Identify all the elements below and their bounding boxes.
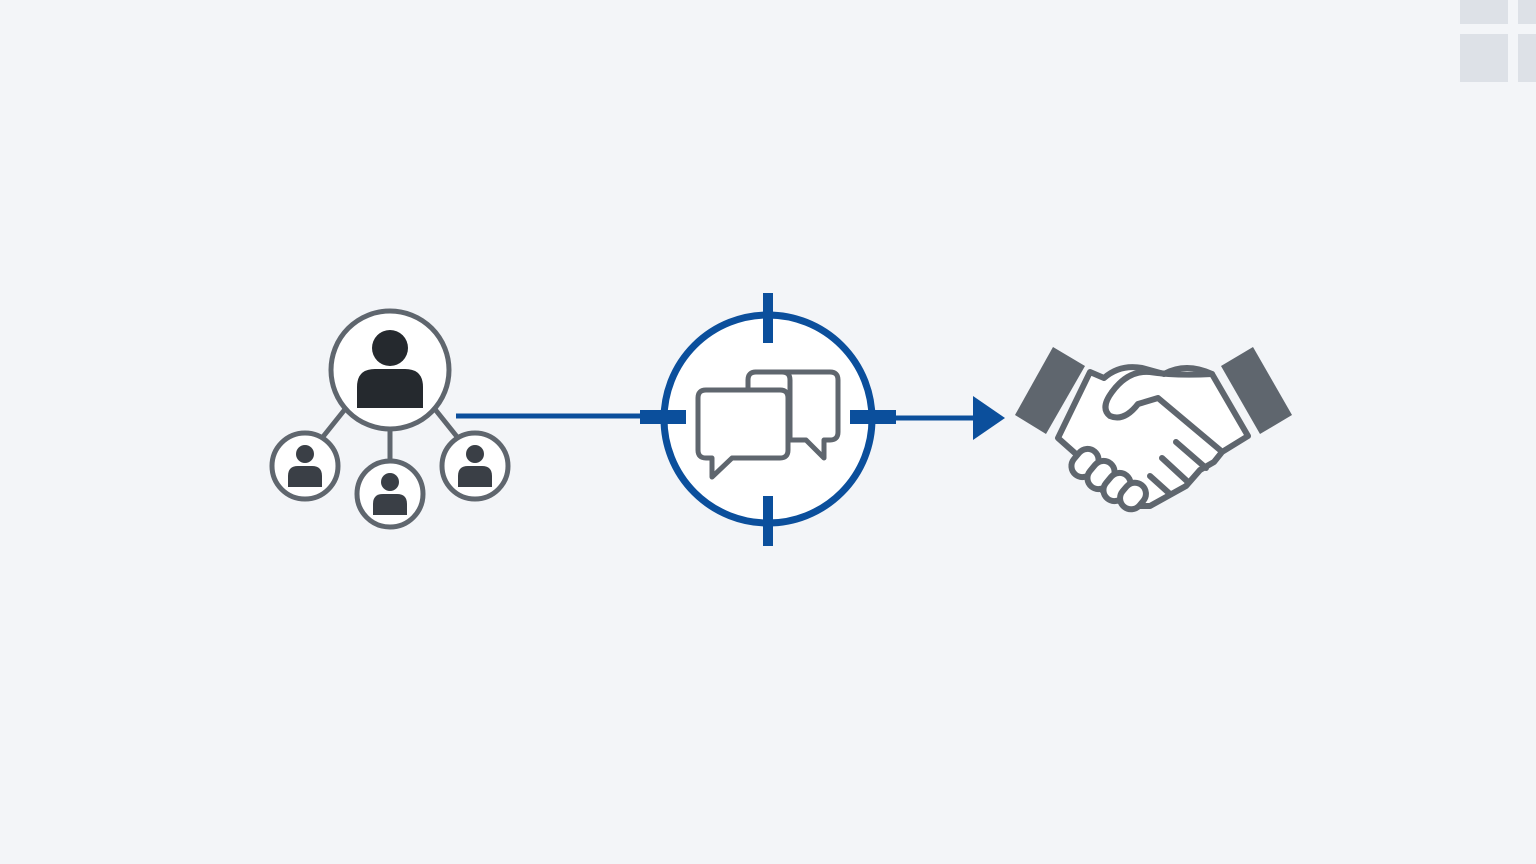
left-cuff	[1015, 347, 1085, 434]
people-network-icon	[269, 308, 511, 530]
corner-tile	[1518, 34, 1536, 82]
target-crosshair-icon	[640, 293, 896, 546]
chat-bubbles-icon	[695, 369, 841, 480]
corner-tile	[1518, 0, 1536, 24]
corner-tile	[1460, 34, 1508, 82]
finger	[1117, 479, 1149, 513]
person-icon	[269, 430, 341, 502]
handshake-icon	[1015, 347, 1292, 513]
person-icon	[439, 430, 511, 502]
arrow-right-icon	[890, 396, 1005, 440]
corner-tile	[1460, 0, 1508, 24]
right-cuff	[1221, 347, 1292, 434]
main-person-icon	[328, 308, 452, 432]
corner-grid-decoration	[1460, 0, 1536, 82]
person-icon	[354, 458, 426, 530]
